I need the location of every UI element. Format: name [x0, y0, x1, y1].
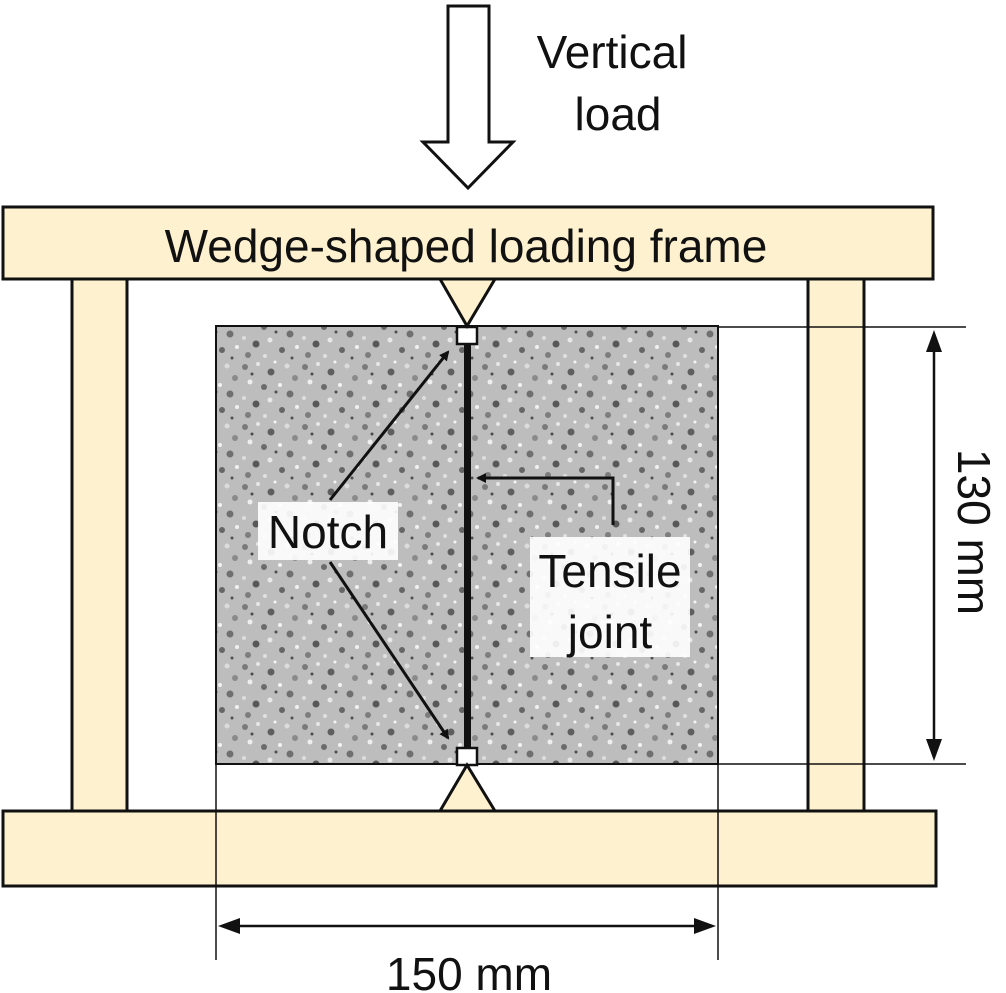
notch-arrow-upper — [328, 350, 450, 501]
right-post — [806, 277, 866, 813]
height-arrow-bottom — [926, 739, 942, 761]
vertical-load-label-line1: Vertical — [537, 26, 688, 78]
tensile-joint-label-line1: Tensile — [538, 545, 681, 597]
tensile-joint-label-line2: joint — [566, 606, 653, 658]
width-dimension-label: 150 mm — [386, 948, 552, 993]
bottom-wedge — [437, 762, 498, 813]
bottom-frame-beam — [1, 809, 938, 888]
notch-label: Notch — [268, 506, 388, 558]
top-notch — [455, 325, 479, 346]
vertical-load-arrow — [419, 4, 517, 191]
tensile-joint-label-background — [530, 537, 690, 657]
width-arrow-left — [218, 918, 240, 934]
notch-label-background — [258, 502, 398, 560]
notch-arrow-lower — [328, 561, 450, 740]
height-arrow-top — [926, 330, 942, 352]
top-frame-beam — [1, 205, 935, 281]
left-post — [70, 277, 129, 813]
vertical-load-label-line2: load — [575, 88, 662, 140]
frame-label: Wedge-shaped loading frame — [165, 220, 768, 272]
top-wedge — [437, 277, 498, 329]
height-dimension-label: 130 mm — [948, 449, 1000, 615]
tensile-joint-line — [464, 344, 471, 748]
tensile-joint-arrow — [476, 473, 615, 525]
width-arrow-right — [694, 918, 716, 934]
